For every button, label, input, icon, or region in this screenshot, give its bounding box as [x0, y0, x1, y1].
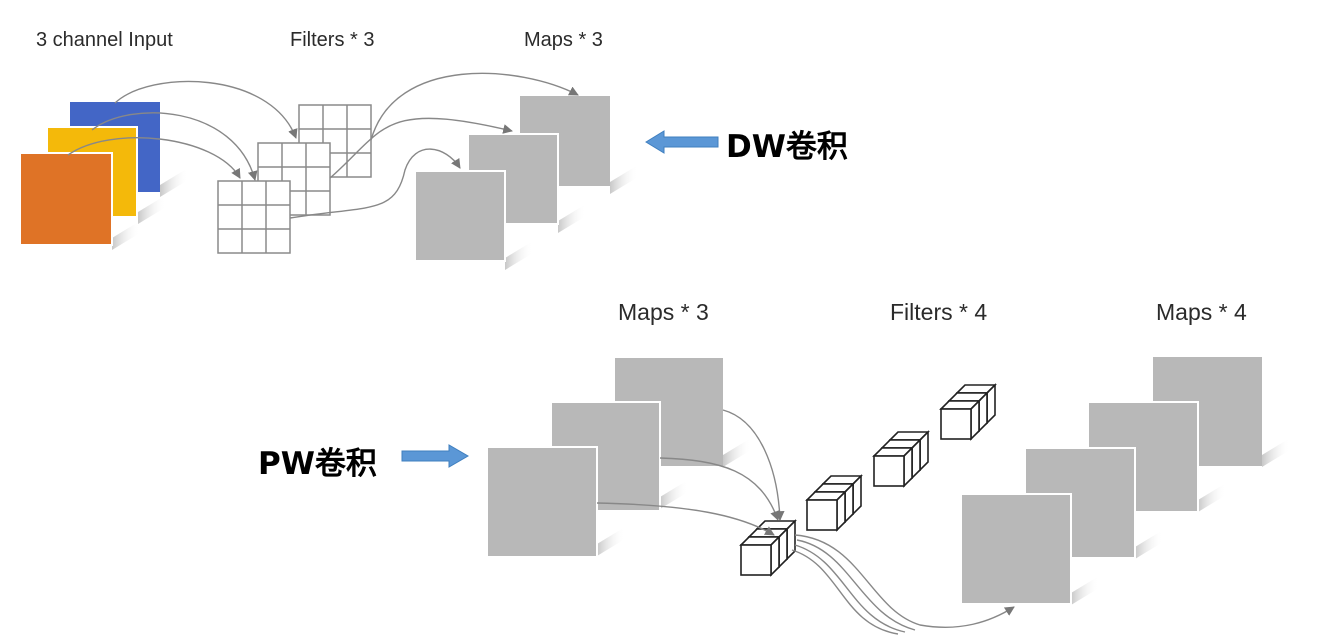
filter-cube-side [970, 399, 980, 441]
pw-out-map-4 [960, 493, 1072, 605]
dw-maps-label: Maps * 3 [524, 29, 603, 51]
pw-tag: PW卷积 [258, 446, 377, 482]
filter-cube-side [919, 430, 929, 472]
filter-cube [740, 544, 772, 576]
filter-cube [940, 408, 972, 440]
filter-cube-side [836, 490, 846, 532]
filter-cube [873, 455, 905, 487]
input-channels [19, 102, 188, 250]
input-label: 3 channel Input [36, 29, 173, 51]
pw-filters-label: Filters * 4 [890, 299, 988, 325]
dw-tag: DW卷积 [726, 129, 848, 165]
dw-output-maps [414, 96, 638, 270]
dw-connectors [67, 72, 579, 219]
filter-cube-side [911, 438, 921, 480]
dw-filters [217, 104, 372, 254]
pw-pointer-arrow [401, 444, 469, 468]
pw-filter-2 [805, 474, 863, 532]
filter-cube [806, 499, 838, 531]
pw-filter-3 [872, 430, 930, 488]
pw-maps-in-label: Maps * 3 [618, 299, 709, 325]
pw-filter-4 [939, 383, 997, 441]
dw-filters-label: Filters * 3 [290, 29, 375, 51]
pw-output-maps [960, 357, 1290, 605]
pw-filter-1 [739, 519, 797, 577]
input-channel-orange [19, 152, 113, 246]
filter-cube-side [844, 482, 854, 524]
filter-cube-side [978, 391, 988, 433]
filter-cube-side [903, 446, 913, 488]
pw-section [401, 357, 1290, 635]
pw-filters [739, 383, 997, 577]
filter-cube-side [852, 474, 862, 516]
dw-section [19, 72, 719, 270]
filter-cube-side [770, 535, 780, 577]
filter-cube-side [986, 383, 996, 425]
pw-connectors-out [791, 534, 1015, 635]
dw-filter-3 [217, 180, 291, 254]
pw-connectors-in [596, 409, 785, 536]
pw-input-maps [486, 358, 751, 558]
dw-map-3 [414, 170, 506, 262]
filter-cube-side [778, 527, 788, 569]
pw-maps-out-label: Maps * 4 [1156, 299, 1247, 325]
filter-cube-side [786, 519, 796, 561]
dw-pointer-arrow [645, 130, 719, 154]
pw-in-map-3 [486, 446, 598, 558]
